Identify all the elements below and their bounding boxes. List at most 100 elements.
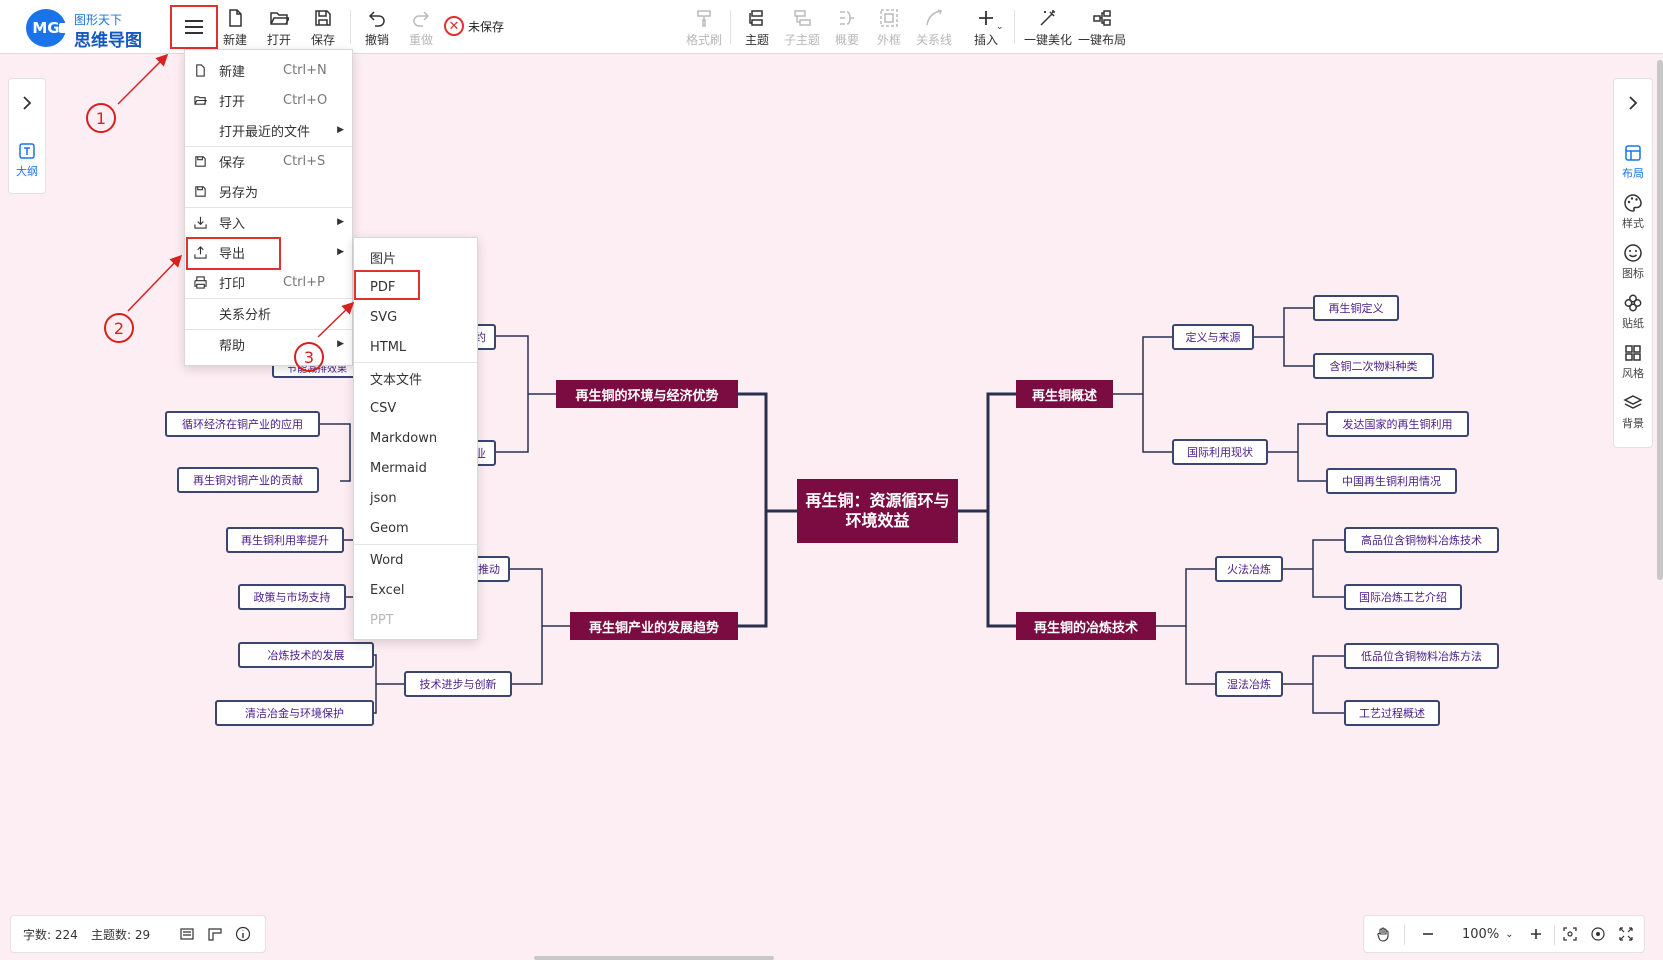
subtopic-intl-process[interactable]: 国际冶炼工艺介绍 — [1344, 584, 1462, 610]
subtopic-high-grade[interactable]: 高品位含铜物料冶炼技术 — [1344, 527, 1499, 553]
layout-panel-button[interactable]: 布局 — [1614, 143, 1652, 181]
subtopic-tech-innovation[interactable]: 技术进步与创新 — [404, 671, 512, 697]
grid-style-icon — [1625, 345, 1641, 361]
menu-item-label: 打印 — [219, 276, 246, 292]
save-as-icon — [193, 184, 207, 198]
outer-frame-button[interactable]: 外框 — [874, 8, 904, 50]
vertical-scrollbar[interactable] — [1657, 60, 1663, 580]
export-ppt-option[interactable]: PPT — [370, 612, 394, 628]
subtopic-process-overview[interactable]: 工艺过程概述 — [1344, 700, 1440, 726]
subtopic-clean-metallurgy[interactable]: 清洁冶金与环境保护 — [215, 700, 374, 726]
menu-item-help[interactable]: 帮助 ▶ — [185, 330, 352, 358]
expand-right-panel-button[interactable] — [1614, 83, 1652, 123]
insert-button[interactable]: 插入 — [966, 8, 1006, 50]
subtopic-utilization-rate[interactable]: 再生铜利用率提升 — [226, 527, 344, 553]
relation-line-button[interactable]: 关系线 — [914, 8, 954, 50]
new-button[interactable]: 新建 — [220, 8, 250, 50]
outline-button[interactable]: 大纲 — [9, 141, 45, 179]
style-panel-button[interactable]: 样式 — [1614, 193, 1652, 231]
expand-left-panel-button[interactable] — [9, 83, 45, 123]
menu-item-print[interactable]: 打印 Ctrl+P — [185, 268, 352, 296]
export-markdown-option[interactable]: Markdown — [370, 430, 438, 446]
beautify-button[interactable]: 一键美化 — [1022, 8, 1074, 50]
new-label: 新建 — [222, 33, 247, 47]
layout-label: 布局 — [1622, 167, 1644, 180]
subtopic-low-grade[interactable]: 低品位含铜物料冶炼方法 — [1344, 643, 1499, 669]
zoom-in-button[interactable] — [1528, 916, 1544, 952]
main-topic-industry-trend[interactable]: 再生铜产业的发展趋势 — [570, 612, 738, 640]
export-image-option[interactable]: 图片 — [370, 251, 397, 267]
export-pdf-option[interactable]: PDF — [370, 279, 396, 295]
annotation-step-two: 2 — [104, 313, 134, 343]
topic-button[interactable]: 主题 — [742, 8, 772, 50]
plus-icon — [1531, 929, 1541, 939]
subtopic-smelting-development[interactable]: 冶炼技术的发展 — [238, 642, 374, 668]
sticker-panel-button[interactable]: 贴纸 — [1614, 293, 1652, 331]
save-disk-icon — [193, 154, 207, 168]
unsaved-status: ✕ 未保存 — [444, 16, 504, 36]
subtopic-contribution[interactable]: 再生铜对铜产业的贡献 — [177, 467, 319, 493]
redo-button[interactable]: 重做 — [406, 8, 436, 50]
menu-item-recent-files[interactable]: 打开最近的文件 ▶ — [185, 116, 352, 144]
target-icon — [1591, 927, 1605, 941]
subtopic-hydrometallurgy[interactable]: 湿法冶炼 — [1215, 671, 1283, 697]
insert-chevron-down-icon[interactable]: ⌄ — [996, 22, 1004, 32]
subtopic-pyrometallurgy[interactable]: 火法冶炼 — [1215, 556, 1283, 582]
save-button[interactable]: 保存 — [308, 8, 338, 50]
menu-divider — [185, 207, 352, 208]
export-excel-option[interactable]: Excel — [370, 582, 405, 598]
zoom-level-select[interactable]: 100% ⌄ — [1462, 916, 1514, 952]
auto-layout-button[interactable]: 一键布局 — [1076, 8, 1128, 50]
open-button[interactable]: 打开 — [264, 8, 294, 50]
fullscreen-button[interactable] — [1618, 916, 1634, 952]
export-csv-option[interactable]: CSV — [370, 400, 397, 416]
center-button[interactable] — [1590, 916, 1606, 952]
main-topic-smelting-tech[interactable]: 再生铜的冶炼技术 — [1016, 612, 1156, 640]
fit-screen-button[interactable] — [1562, 916, 1578, 952]
subtopic-button[interactable]: 子主题 — [782, 8, 822, 50]
pan-hand-button[interactable] — [1376, 916, 1392, 952]
main-topic-env-advantages[interactable]: 再生铜的环境与经济优势 — [556, 380, 738, 408]
subtopic-circular-economy[interactable]: 循环经济在铜产业的应用 — [165, 411, 320, 437]
ruler-button[interactable] — [207, 916, 223, 952]
root-topic-node[interactable]: 再生铜：资源循环与环境效益 — [797, 479, 958, 543]
relation-line-label: 关系线 — [915, 33, 952, 47]
doc-info-button[interactable] — [179, 916, 195, 952]
subtopic-china-status[interactable]: 中国再生铜利用情况 — [1326, 468, 1457, 494]
subtopic-definition-source[interactable]: 定义与来源 — [1172, 324, 1254, 350]
status-divider — [1554, 925, 1555, 945]
subtopic-intl-status[interactable]: 国际利用现状 — [1172, 439, 1268, 465]
main-topic-overview[interactable]: 再生铜概述 — [1016, 380, 1113, 408]
menu-item-new[interactable]: 新建 Ctrl+N — [185, 56, 352, 84]
menu-item-relation-analysis[interactable]: 关系分析 — [185, 299, 352, 327]
chevron-right-icon — [23, 96, 32, 110]
info-button[interactable] — [235, 916, 251, 952]
export-word-option[interactable]: Word — [370, 552, 404, 568]
menu-item-label: 新建 — [219, 64, 246, 80]
export-mermaid-option[interactable]: Mermaid — [370, 460, 427, 476]
summary-button[interactable]: 概要 — [832, 8, 862, 50]
menu-item-open[interactable]: 打开 Ctrl+O — [185, 86, 352, 114]
icon-panel-button[interactable]: 图标 — [1614, 243, 1652, 281]
subtopic-developed-countries[interactable]: 发达国家的再生铜利用 — [1326, 411, 1469, 437]
background-panel-button[interactable]: 背景 — [1614, 393, 1652, 431]
menu-item-import[interactable]: 导入 ▶ — [185, 208, 352, 236]
export-svg-option[interactable]: SVG — [370, 309, 398, 325]
menu-item-export[interactable]: 导出 ▶ — [185, 238, 352, 266]
menu-item-save-as[interactable]: 另存为 — [185, 177, 352, 205]
undo-button[interactable]: 撤销 — [362, 8, 392, 50]
horizontal-scrollbar[interactable] — [534, 956, 774, 960]
app-logo[interactable]: MG 图形天下 思维导图 — [26, 8, 156, 51]
subtopic-material-types[interactable]: 含铜二次物料种类 — [1313, 353, 1434, 379]
export-geom-option[interactable]: Geom — [370, 520, 409, 536]
subtopic-policy-support[interactable]: 政策与市场支持 — [238, 584, 346, 610]
export-text-option[interactable]: 文本文件 — [370, 372, 423, 388]
zoom-out-button[interactable] — [1420, 916, 1436, 952]
export-html-option[interactable]: HTML — [370, 339, 407, 355]
menu-item-save[interactable]: 保存 Ctrl+S — [185, 147, 352, 175]
format-brush-button[interactable]: 格式刷 — [686, 8, 722, 50]
subtopic-definition[interactable]: 再生铜定义 — [1313, 295, 1399, 321]
theme-style-panel-button[interactable]: 风格 — [1614, 343, 1652, 381]
export-json-option[interactable]: json — [370, 490, 397, 506]
main-menu-button[interactable] — [170, 5, 218, 49]
